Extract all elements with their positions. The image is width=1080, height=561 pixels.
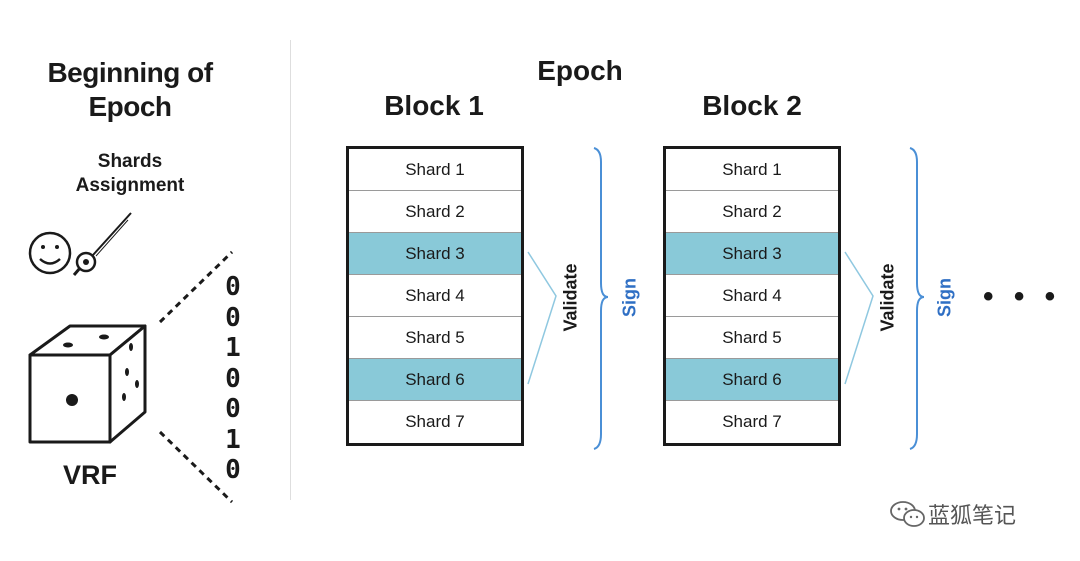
shards-label-line-1: Shards [97, 151, 163, 172]
block-2-table: Shard 1 Shard 2 Shard 3 Shard 4 Shard 5 … [663, 146, 841, 446]
dashed-projection-top [158, 250, 234, 324]
shard-cell: Shard 7 [722, 412, 782, 431]
validate-label-1: Validate [560, 263, 581, 332]
bit: 1 [225, 424, 241, 455]
bit: 0 [225, 302, 241, 333]
dashed-projection-bottom [158, 430, 234, 504]
shard-cell: Shard 2 [666, 191, 838, 233]
shard-cell-highlighted: Shard 6 [349, 359, 521, 401]
shard-cell: Shard 5 [349, 317, 521, 359]
bit: 0 [225, 272, 241, 302]
section-divider [290, 40, 291, 500]
vrf-label: VRF [63, 460, 117, 490]
validate-connector-2 [844, 251, 874, 385]
watermark: 蓝狐笔记 [888, 498, 1016, 530]
shard-cell: Shard 2 [349, 191, 521, 233]
continuation-dots: • • • [983, 280, 1062, 313]
bit: 0 [225, 455, 241, 485]
bit: 1 [225, 333, 241, 363]
shard-cell: Shard 7 [405, 412, 465, 431]
block-2-title: Block 2 [702, 90, 802, 121]
shards-assignment-label: Shards Assignment [50, 150, 210, 198]
magnifier-wand-icon [72, 212, 132, 276]
shard-cell: Shard 4 [666, 275, 838, 317]
epoch-title: Epoch [537, 55, 623, 86]
watermark-text: 蓝狐笔记 [928, 504, 1017, 529]
shard-cell-highlighted: Shard 3 [349, 233, 521, 275]
vrf-bit-sequence: 0 0 1 0 0 1 0 [218, 272, 248, 486]
block-1-table: Shard 1 Shard 2 Shard 3 Shard 4 Shard 5 … [346, 146, 524, 446]
sign-bracket-1 [593, 147, 609, 450]
dice-icon [28, 324, 147, 444]
title-line-2: Epoch [88, 91, 172, 122]
sign-label-2: Sign [934, 278, 955, 317]
block-1-title: Block 1 [384, 90, 484, 121]
bit: 0 [225, 394, 241, 424]
validate-connector-1 [527, 251, 557, 385]
bit: 0 [225, 363, 241, 394]
shard-cell: Shard 1 [666, 149, 838, 191]
sign-label-1: Sign [619, 278, 640, 317]
validate-label-2: Validate [877, 263, 898, 332]
shard-cell-highlighted: Shard 6 [666, 359, 838, 401]
sign-bracket-2 [909, 147, 925, 450]
shard-cell: Shard 4 [349, 275, 521, 317]
title-line-1: Beginning of [47, 57, 213, 88]
shard-cell: Shard 5 [666, 317, 838, 359]
shards-label-line-2: Assignment [75, 175, 185, 196]
wechat-icon [890, 501, 925, 527]
shard-cell-highlighted: Shard 3 [666, 233, 838, 275]
beginning-of-epoch-title: Beginning of Epoch [20, 56, 240, 124]
shard-cell: Shard 1 [349, 149, 521, 191]
smiley-face-icon [28, 231, 72, 275]
